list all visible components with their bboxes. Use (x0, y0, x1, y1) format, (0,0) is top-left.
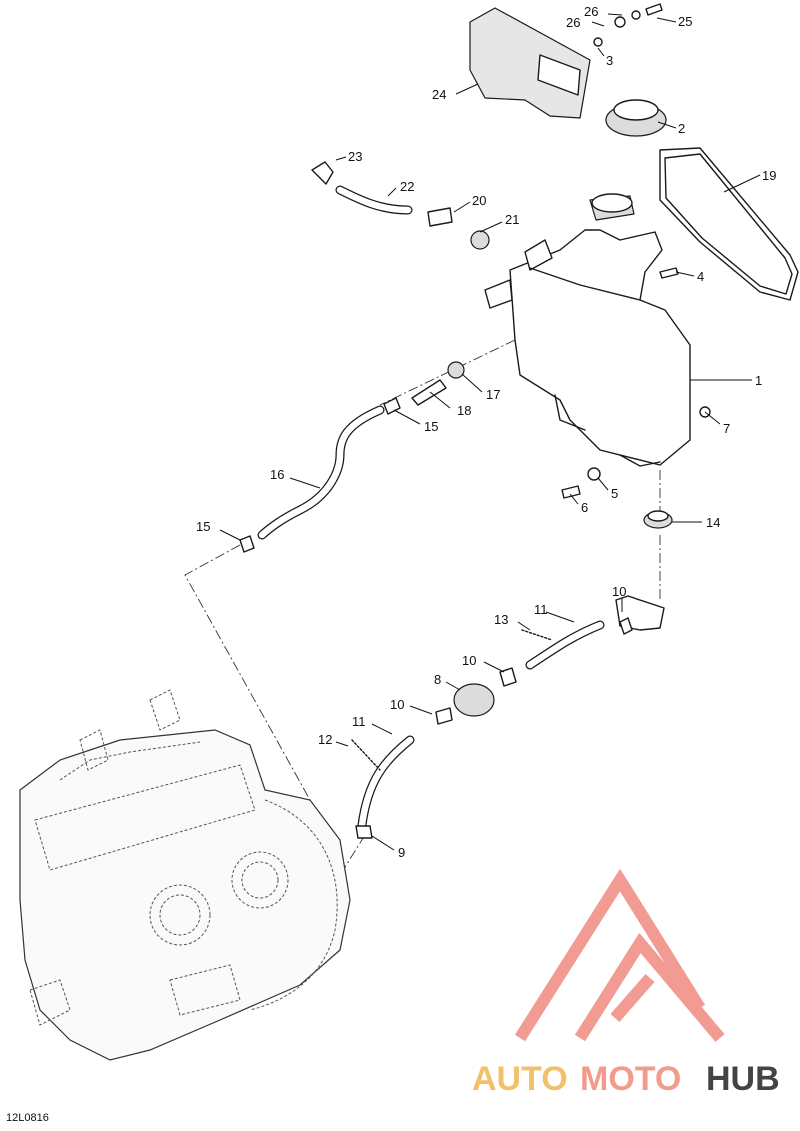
pump-line-parts (351, 595, 665, 839)
logo-text-moto: MOTO (580, 1060, 681, 1098)
engine-assembly (19, 689, 351, 1061)
grommet-part (643, 510, 673, 529)
fittings-17-18-15 (239, 361, 465, 553)
callout-1: 1 (755, 373, 762, 388)
callout-6: 6 (581, 500, 588, 515)
callout-20: 20 (472, 193, 486, 208)
oil-hose-16 (257, 405, 385, 540)
callout-13: 13 (494, 612, 508, 627)
fasteners-top (593, 3, 663, 47)
logo-text-hub: HUB (706, 1060, 780, 1098)
automotohub-logo: AUTO MOTO HUB (472, 868, 780, 1098)
logo-triangle-mark (514, 868, 725, 1042)
vent-line-parts (311, 161, 490, 250)
callout-22: 22 (400, 179, 414, 194)
callout-9: 9 (398, 845, 405, 860)
callout-25: 25 (678, 14, 692, 29)
callout-24: 24 (432, 87, 446, 102)
reservoir-panel-part (659, 147, 799, 301)
callout-26-b: 26 (566, 15, 580, 30)
logo-text-auto: AUTO (472, 1060, 568, 1098)
callout-7: 7 (723, 421, 730, 436)
heat-shield-part (469, 7, 591, 119)
callout-3: 3 (606, 53, 613, 68)
callout-18: 18 (457, 403, 471, 418)
callout-11-a: 11 (534, 602, 548, 617)
drawing-reference-code: 12L0816 (6, 1112, 49, 1124)
callout-17: 17 (486, 387, 500, 402)
callout-16: 16 (270, 467, 284, 482)
callout-2: 2 (678, 121, 685, 136)
callout-21: 21 (505, 212, 519, 227)
callout-11-b: 11 (352, 714, 366, 729)
leader-lines (219, 13, 761, 851)
callout-labels: 25 26 26 3 24 2 19 23 22 20 21 4 1 7 17 … (196, 4, 776, 860)
callout-14: 14 (706, 515, 720, 530)
oil-cap-part (605, 99, 667, 137)
callout-15-b: 15 (196, 519, 210, 534)
oil-reservoir-part (484, 193, 691, 467)
callout-19: 19 (762, 168, 776, 183)
callout-10-b: 10 (462, 653, 476, 668)
callout-23: 23 (348, 149, 362, 164)
callout-10-c: 10 (390, 697, 404, 712)
callout-10-a: 10 (612, 584, 626, 599)
callout-15-a: 15 (424, 419, 438, 434)
callout-5: 5 (611, 486, 618, 501)
callout-8: 8 (434, 672, 441, 687)
callout-4: 4 (697, 269, 704, 284)
callout-12: 12 (318, 732, 332, 747)
callout-26-a: 26 (584, 4, 598, 19)
